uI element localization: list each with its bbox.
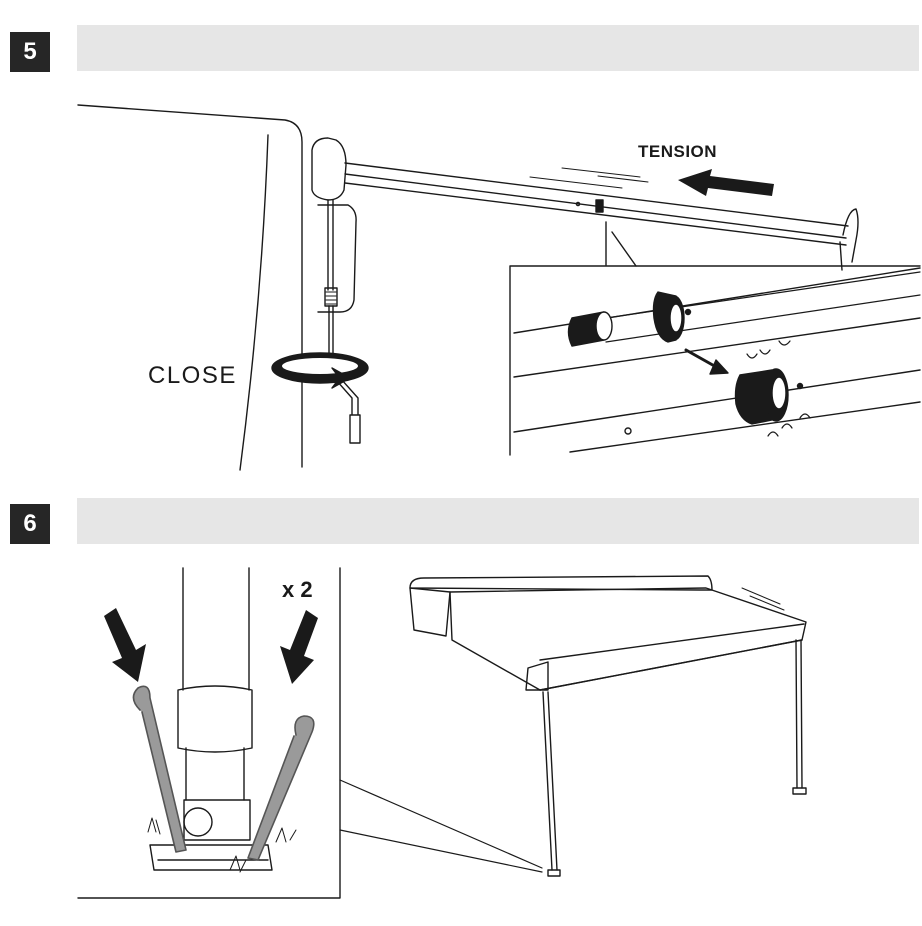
awning-overview (410, 576, 806, 876)
detail-callout-pointer (606, 222, 636, 266)
tension-label: TENSION (638, 142, 717, 162)
crank-handle (325, 200, 360, 443)
motion-lines (530, 168, 648, 188)
caravan-wall (78, 105, 302, 470)
ground-pegs (133, 686, 313, 860)
detail-inset (510, 266, 920, 455)
insert-arrows (104, 608, 318, 684)
awning-leg-detail (150, 568, 272, 870)
close-label: CLOSE (148, 362, 237, 390)
tension-arrow (678, 169, 774, 196)
quantity-label: x 2 (282, 577, 313, 603)
close-rotation-arrow (272, 353, 368, 388)
awning-roller-tube (345, 163, 858, 270)
detail-connector-lines (340, 780, 542, 872)
